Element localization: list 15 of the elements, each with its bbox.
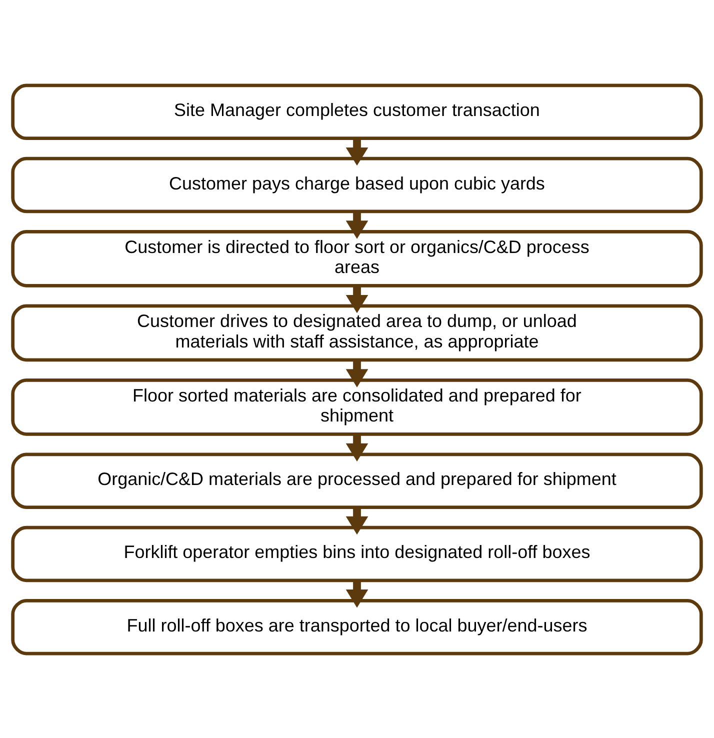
node-box: Full roll-off boxes are transported to local buyer/end-users xyxy=(11,598,703,655)
node-box: Customer is directed to floor sort or organics/C&D process areas xyxy=(11,230,703,287)
arrow xyxy=(346,507,368,534)
arrow xyxy=(346,138,368,166)
arrow xyxy=(346,434,368,462)
node-box: Customer drives to designated area to dump, or unload materials with staff assistance, as appropriate xyxy=(11,304,703,362)
arrow xyxy=(346,580,368,608)
arrow xyxy=(346,285,368,313)
node-box: Forklift operator empties bins into designated roll-off boxes xyxy=(11,525,703,582)
node-box: Organic/C&D materials are processed and prepared for shipment xyxy=(11,452,703,508)
node-box: Site Manager completes customer transaction xyxy=(11,83,703,140)
node-box: Floor sorted materials are consolidated and prepared for shipment xyxy=(11,378,703,436)
node-box: Customer pays charge based upon cubic yards xyxy=(11,156,703,213)
arrow xyxy=(346,211,368,238)
arrow xyxy=(346,360,368,387)
